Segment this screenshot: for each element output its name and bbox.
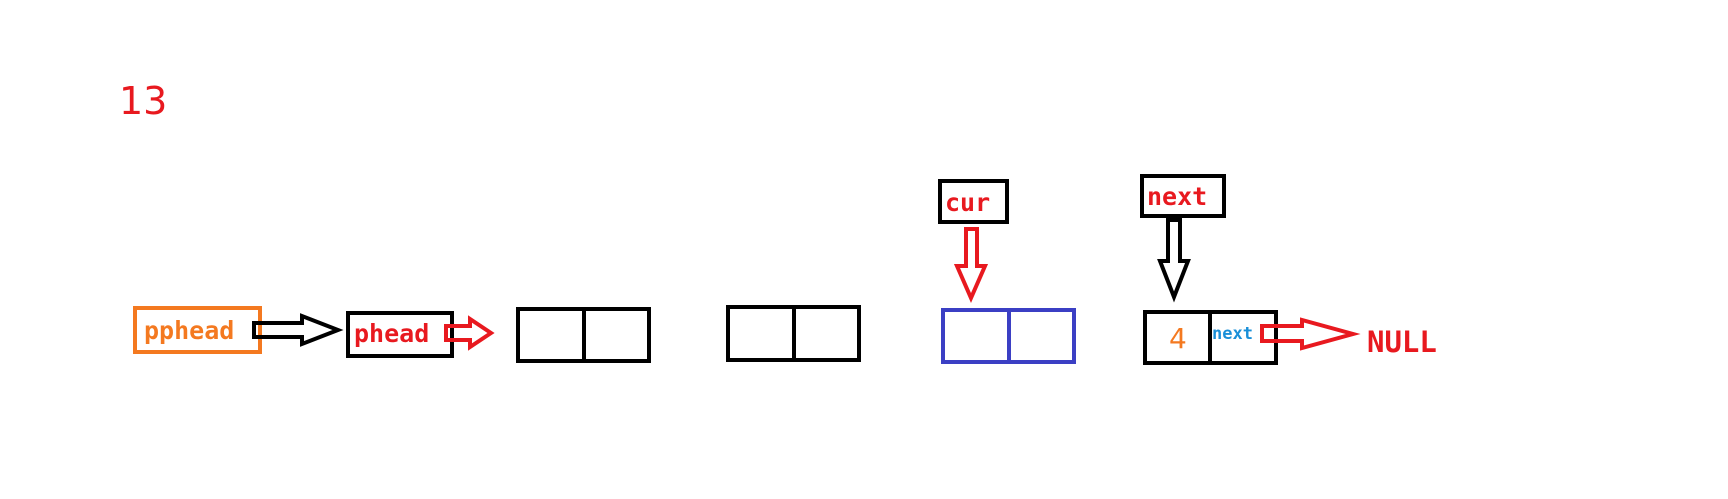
- cur-pointer: cur: [938, 179, 1009, 224]
- next-pointer: next: [1140, 174, 1226, 218]
- list-node-1: [516, 307, 651, 363]
- phead-pointer: phead: [346, 311, 454, 358]
- phead-label: phead: [354, 319, 429, 348]
- pphead-label: pphead: [144, 316, 234, 345]
- pphead-pointer: pphead: [133, 306, 262, 354]
- node-next-field: next: [1212, 324, 1253, 344]
- null-label: NULL: [1367, 325, 1437, 359]
- step-number: 13: [119, 79, 167, 123]
- list-node-3-current: [941, 308, 1076, 364]
- pphead-box: [133, 306, 262, 354]
- node4-to-null-arrow: [1260, 317, 1361, 351]
- list-node-2: [726, 305, 861, 362]
- phead-to-node1-arrow: [444, 315, 495, 351]
- cur-to-node3-arrow: [953, 227, 989, 303]
- next-box: [1140, 174, 1226, 218]
- next-label: next: [1147, 182, 1207, 211]
- next-to-node4-arrow: [1157, 218, 1191, 303]
- pphead-to-phead-arrow: [252, 313, 344, 347]
- cur-label: cur: [945, 188, 990, 217]
- phead-box: [346, 311, 454, 358]
- list-node-4-last: 4 next: [1143, 310, 1278, 365]
- cur-box: [938, 179, 1009, 224]
- node-value: 4: [1169, 322, 1187, 355]
